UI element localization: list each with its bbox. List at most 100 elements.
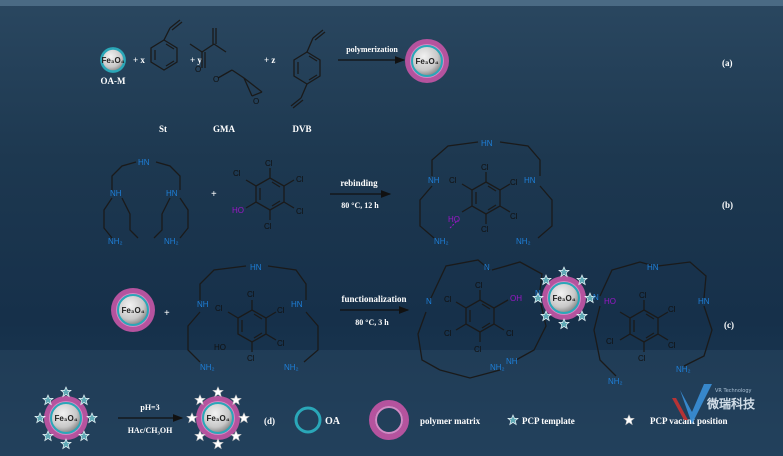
gma-epoxide-o: O <box>253 97 259 106</box>
functionalized-particle: Fe₃O₄ <box>532 266 596 329</box>
legend-oa-label: OA <box>325 416 341 427</box>
atom-n: N <box>593 293 599 302</box>
amine-ligand-b <box>103 161 189 239</box>
atom-nh2: NH₂ <box>676 365 691 374</box>
plus-b: + <box>211 189 217 200</box>
panel-b: HN NH HN NH₂ NH₂ + Cl Cl Cl Cl Cl HO reb… <box>103 139 733 246</box>
panel-tag-c: (c) <box>724 320 734 330</box>
arrow-label-rebinding: rebinding <box>340 178 378 188</box>
polymer-coated-particle-c: Fe₃O₄ <box>110 287 156 333</box>
amine-pcp-complex <box>419 141 553 239</box>
atom-cl: Cl <box>233 169 241 178</box>
atom-cl: Cl <box>668 341 676 350</box>
atom-cl: Cl <box>444 295 452 304</box>
atom-cl: Cl <box>296 175 304 184</box>
atom-hn: HN <box>698 297 710 306</box>
atom-n-top: N <box>484 263 490 272</box>
atom-cl: Cl <box>638 354 646 363</box>
arrow-conditions-b: 80 °C, 12 h <box>341 201 379 210</box>
atom-cl: Cl <box>474 345 482 354</box>
oa-m-label: OA-M <box>101 76 126 86</box>
atom-cl: Cl <box>215 304 223 313</box>
particle-core-label: Fe₃O₄ <box>415 57 438 66</box>
oa-m-particle: Fe₃O₄ <box>98 45 128 75</box>
atom-cl: Cl <box>639 291 647 300</box>
plus-c: + <box>164 308 170 319</box>
panel-a: Fe₃O₄ OA-M + x St + y <box>98 19 733 134</box>
legend-template-label: PCP template <box>522 416 575 426</box>
atom-cl: Cl <box>277 306 285 315</box>
atom-cl: Cl <box>265 159 273 168</box>
amine-pcp-complex-c <box>187 265 319 363</box>
legend-matrix-symbol <box>369 400 409 440</box>
arrow-label-polymerization: polymerization <box>346 45 398 54</box>
product-macrocycle-left <box>417 259 547 379</box>
atom-cl: Cl <box>277 339 285 348</box>
atom-cl: Cl <box>510 212 518 221</box>
arrow-conditions-c: 80 °C, 3 h <box>355 318 389 327</box>
atom-nh2: NH₂ <box>200 363 215 372</box>
atom-hn: HN <box>291 300 303 309</box>
company-watermark: 微瑞科技 VR Technology <box>672 384 756 424</box>
plus-y: + y <box>190 55 202 65</box>
legend-matrix-label: polymer matrix <box>420 416 481 426</box>
atom-hn: HN <box>524 176 536 185</box>
atom-ho: HO <box>604 297 616 306</box>
atom-hn-right: HN <box>166 189 178 198</box>
polymer-coated-particle: Fe₃O₄ <box>404 38 450 84</box>
product-macrocycle-right <box>593 261 713 377</box>
arrow-label-functionalization: functionalization <box>341 294 406 304</box>
monomer-st-label: St <box>159 124 167 134</box>
particle-core-label: Fe₃O₄ <box>54 414 77 423</box>
panel-d: Fe₃O₄ pH=3 HAc/CH₃OH Fe₃O₄ (d) <box>34 386 275 449</box>
legend-oa-symbol <box>294 406 322 434</box>
atom-n-left: N <box>426 297 432 306</box>
atom-nh: NH <box>197 300 209 309</box>
atom-hn: HN <box>481 139 493 148</box>
atom-nh2: NH₂ <box>516 237 531 246</box>
atom-cl: Cl <box>506 329 514 338</box>
arrow-conditions-d: HAc/CH₃OH <box>128 426 173 435</box>
atom-nh-left: NH <box>110 189 122 198</box>
atom-oh: OH <box>510 294 522 303</box>
plus-x: + x <box>133 55 145 65</box>
gma-ester-o: O <box>213 75 219 84</box>
atom-nh2: NH₂ <box>434 237 449 246</box>
atom-cl: Cl <box>510 178 518 187</box>
panel-tag-b: (b) <box>722 200 733 210</box>
logo-mark-icon <box>680 384 712 424</box>
pcp-molecule-b <box>245 168 295 220</box>
atom-hn: HN <box>138 158 150 167</box>
atom-hn: HN <box>250 263 262 272</box>
atom-ho: HO <box>232 206 244 215</box>
atom-cl: Cl <box>247 290 255 299</box>
panel-tag-a: (a) <box>722 58 733 68</box>
template-particle: Fe₃O₄ <box>34 386 98 449</box>
atom-nh2-right: NH₂ <box>164 237 179 246</box>
atom-cl: Cl <box>444 329 452 338</box>
monomer-dvb-label: DVB <box>292 124 311 134</box>
watermark-name: 微瑞科技 <box>706 396 756 411</box>
top-band <box>0 0 783 6</box>
atom-cl: Cl <box>606 337 614 346</box>
atom-cl: Cl <box>481 163 489 172</box>
atom-nh: NH <box>506 357 518 366</box>
atom-ho: HO <box>448 215 460 224</box>
atom-nh: NH <box>428 176 440 185</box>
imprinted-particle: Fe₃O₄ <box>186 386 250 449</box>
atom-hn: HN <box>647 263 659 272</box>
atom-nh2-left: NH₂ <box>108 237 123 246</box>
atom-cl: Cl <box>296 207 304 216</box>
atom-ho: HO <box>214 343 226 352</box>
atom-cl: Cl <box>449 176 457 185</box>
atom-cl: Cl <box>668 305 676 314</box>
gma-carbonyl-o: O <box>195 65 201 74</box>
particle-core-label: Fe₃O₄ <box>121 306 144 315</box>
watermark-sub: VR Technology <box>715 388 752 394</box>
atom-nh2: NH₂ <box>608 377 623 386</box>
styrene-structure <box>150 19 183 71</box>
arrow-label-ph: pH=3 <box>140 403 159 412</box>
plus-z: + z <box>264 55 275 65</box>
atom-cl: Cl <box>247 354 255 363</box>
